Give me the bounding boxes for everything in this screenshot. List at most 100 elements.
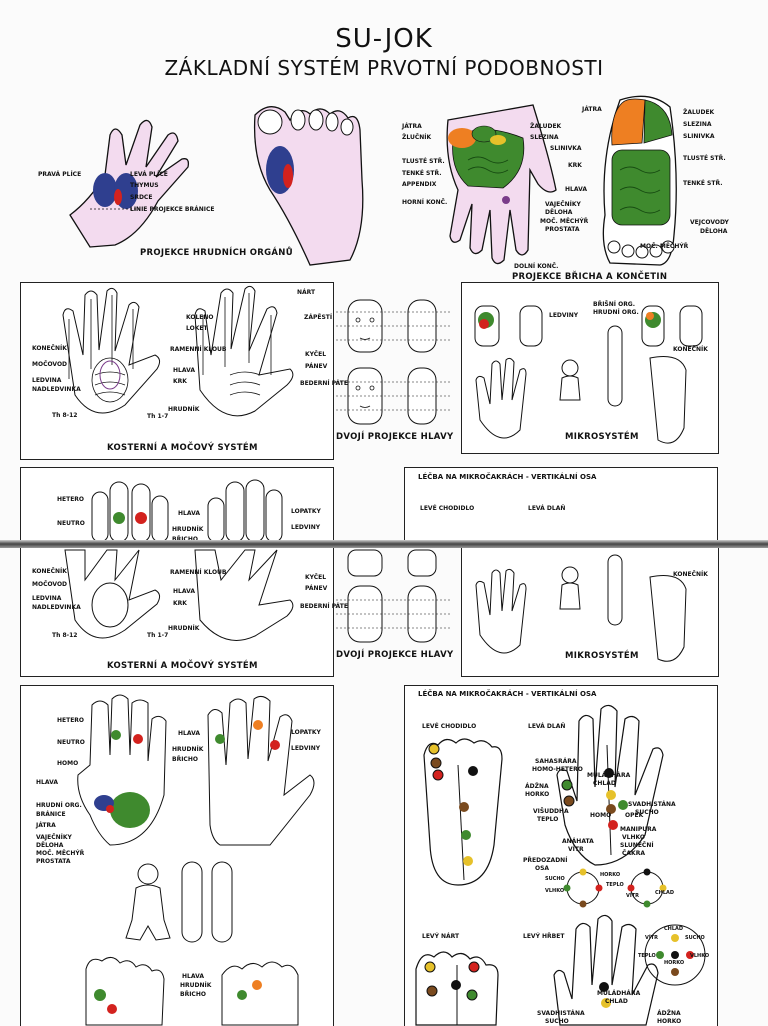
label-chest-top: HRUDNÍK xyxy=(172,526,204,533)
child-figure-illustration xyxy=(125,861,233,943)
label-hetero: HETERO xyxy=(57,717,85,724)
label-foot-spleen: SLEZINA xyxy=(683,121,712,128)
chakra-solar: SLUNEČNÍ xyxy=(620,842,654,849)
back-circle-warm: TEPLO xyxy=(638,953,656,959)
label-adrenal-repeat: NADLEDVINKA xyxy=(32,604,81,611)
label-neck-repeat: KRK xyxy=(173,600,187,607)
label-heart: SRDCE xyxy=(130,194,153,201)
panel-chakra-top xyxy=(404,467,718,548)
label-lumbar-1: BEDERNÍ PÁTEŘ xyxy=(300,380,353,387)
label-ureter: MOČOVOD xyxy=(32,361,68,368)
label-pelvis-repeat: PÁNEV xyxy=(305,585,328,592)
label-foot-colon: TLUSTÉ STŘ. xyxy=(683,155,726,162)
label-micro-rectum-repeat: KONEČNÍK xyxy=(673,571,708,578)
chakra-adzna: ÁDŽNA xyxy=(525,783,549,790)
label-foot-liver: JÁTRA xyxy=(582,106,602,113)
chakra-cakra: ČAKRA xyxy=(622,850,645,857)
label-neck: KRK xyxy=(568,162,582,169)
insect-hands-illustration xyxy=(77,694,315,846)
back-cold: CHLAD xyxy=(605,998,628,1005)
label-prostate: PROSTATA xyxy=(545,226,580,233)
caption-head-repeat: DVOJÍ PROJEKCE HLAVY xyxy=(336,650,454,660)
chakra-left-instep: LEVÝ NÁRT xyxy=(422,933,460,940)
label-abdominal-organs: BŘIŠNÍ ORG. xyxy=(593,301,636,308)
label-gallbladder: ŽLUČNÍK xyxy=(402,134,432,141)
label-stomach: ŽALUDEK xyxy=(530,123,562,130)
label-neutro-top: NEUTRO xyxy=(57,520,85,527)
label-foot-uterus: DĚLOHA xyxy=(700,228,728,235)
insect-feet-illustration xyxy=(85,957,299,1026)
label-instep: NÁRT xyxy=(297,289,316,296)
label-ovaries: VAJEČNÍKY xyxy=(545,201,581,208)
label-sk-neck: KRK xyxy=(173,378,187,385)
foot-chest-illustration xyxy=(253,106,364,266)
insect-hands-top xyxy=(91,479,283,543)
caption-chest-projection: PROJEKCE HRUDNÍCH ORGÁNŮ xyxy=(140,248,293,258)
label-colon: TLUSTÉ STŘ. xyxy=(402,158,445,165)
chakra-instep-illustration xyxy=(415,951,499,1026)
chakra-humid: VLHKO xyxy=(622,834,645,841)
label-appendix: APPENDIX xyxy=(402,181,437,188)
chakra-ap-axis: PŘEDOZADNÍ xyxy=(523,857,568,864)
chakra-foot-illustration xyxy=(423,738,503,886)
chakra-circle-left xyxy=(563,868,603,908)
label-insect-uterus: DĚLOHA xyxy=(36,842,64,849)
chakra-opek: OPEK xyxy=(625,812,644,819)
label-sk-chest: HRUDNÍK xyxy=(168,406,200,413)
label-lumbar-repeat: BEDERNÍ PÁTEŘ xyxy=(300,603,353,610)
label-ureter-repeat: MOČOVOD xyxy=(32,581,68,588)
head-projection-repeat xyxy=(336,549,451,643)
foot-abdomen-illustration xyxy=(602,95,677,266)
label-shoulder: RAMENNÍ KLOUB xyxy=(170,346,227,353)
label-bladder: MOČ. MĚCHÝŘ xyxy=(540,218,589,225)
photo-fold-line xyxy=(0,540,768,548)
label-homo: HOMO xyxy=(57,760,79,767)
chakra-dry: SUCHO xyxy=(635,809,659,816)
label-insect-liver: JÁTRA xyxy=(36,822,56,829)
back-adzna: ÁDŽNA xyxy=(657,1010,681,1017)
label-knee: KOLENO xyxy=(186,314,214,321)
label-th-8-12-repeat: Th 8-12 xyxy=(52,632,78,639)
label-thoracic: HRUDNÍ ORG. xyxy=(36,802,82,809)
label-hetero-top: HETERO xyxy=(57,496,85,503)
caption-skeletal: KOSTERNÍ A MOČOVÝ SYSTÉM xyxy=(107,443,258,453)
label-shoulderblades-top: LOPATKY xyxy=(291,508,321,515)
label-diaphragm: BRÁNICE xyxy=(36,811,66,818)
label-feet-chest: HRUDNÍK xyxy=(180,982,212,989)
label-left-lung: LEVÁ PLÍCE xyxy=(130,171,168,178)
label-shoulderblades: LOPATKY xyxy=(291,729,321,736)
label-insect-mid-chest: HRUDNÍK xyxy=(172,746,204,753)
chakra-muladhara: MULÁDHÁRA xyxy=(587,772,631,779)
caption-abdomen-projection: PROJEKCE BŘICHA A KONČETIN xyxy=(512,272,668,282)
chakra-ap-axis-2: OSA xyxy=(535,865,550,872)
label-micro-rectum: KONEČNÍK xyxy=(673,346,708,353)
circle-cold: CHLAD xyxy=(655,890,675,896)
caption-microsystem: MIKROSYSTÉM xyxy=(565,432,639,442)
label-insect-head: HLAVA xyxy=(36,779,58,786)
label-pancreas: SLINIVKA xyxy=(550,145,582,152)
label-elbow: LOKET xyxy=(186,325,208,332)
chakra-left-back: LEVÝ HŘBET xyxy=(523,933,565,940)
chakra-visuddha: VIŠUDDHA xyxy=(533,808,569,815)
back-circle-cold: CHLAD xyxy=(664,926,684,932)
circle-hot: HORKO xyxy=(600,872,621,878)
chakra-svadhistana: SVADHISTÁNA xyxy=(628,801,676,808)
label-sk-head: HLAVA xyxy=(173,367,195,374)
label-adrenal: NADLEDVINKA xyxy=(32,386,81,393)
label-head-top: HLAVA xyxy=(178,510,200,517)
chakra-left-palm: LEVÁ DLAŇ xyxy=(528,723,566,730)
label-foot-stomach: ŽALUDEK xyxy=(683,109,715,116)
label-insect-prostate: PROSTATA xyxy=(36,858,71,865)
label-insect-ovaries: VAJEČNÍKY xyxy=(36,834,72,841)
chakra-sahasrara: SAHASRÁRA xyxy=(535,758,577,765)
label-hip-repeat: KYČEL xyxy=(305,574,327,581)
microsystem-repeat xyxy=(475,554,687,662)
label-kidney: LEDVINA xyxy=(32,377,62,384)
label-kidneys: LEDVINY xyxy=(549,312,579,319)
label-kidney-repeat: LEDVINA xyxy=(32,595,62,602)
label-shoulder-repeat: RAMENNÍ KLOUB xyxy=(170,569,227,576)
caption-microsystem-repeat: MIKROSYSTÉM xyxy=(565,651,639,661)
skeletal-hands-repeat xyxy=(64,549,294,641)
chakra-manipura: MANIPURA xyxy=(620,826,657,833)
label-th-8-12: Th 8-12 xyxy=(52,412,78,419)
